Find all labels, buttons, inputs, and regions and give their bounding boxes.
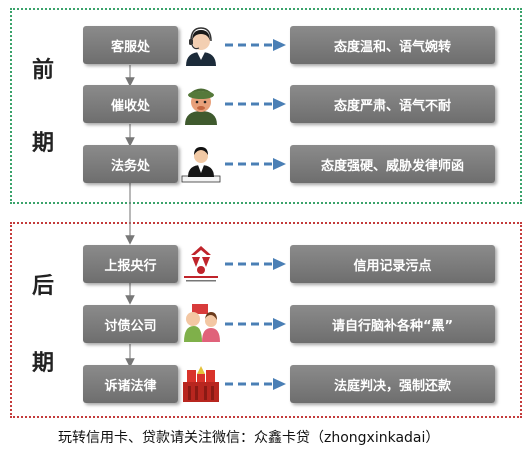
arrow-icon-row-1: [225, 39, 286, 51]
phase-label-early-1: 前: [32, 58, 55, 83]
row-1-department: 客服处: [83, 26, 178, 64]
late-stage-frame: [10, 222, 522, 418]
row-6-department: 诉诸法律: [83, 365, 178, 403]
row-2-department: 催收处: [83, 85, 178, 123]
footer-caption: 玩转信用卡、贷款请关注微信：众鑫卡贷（zhongxinkadai）: [58, 430, 440, 446]
arrow-icon-row-2: [225, 98, 286, 110]
row-3-attitude: 态度强硬、威胁发律师函: [290, 145, 495, 183]
lawyer-icon: [181, 147, 221, 183]
arrow-icon-row-6: [225, 378, 286, 390]
row-5-consequence: 请自行脑补各种“黑”: [290, 305, 495, 343]
early-stage-frame: [10, 8, 522, 204]
phase-label-late-1: 后: [32, 274, 55, 299]
row-5-department: 讨债公司: [83, 305, 178, 343]
phase-label-early-2: 期: [32, 131, 55, 156]
collector-icon: [185, 88, 217, 125]
arrow-icon-row-5: [225, 318, 286, 330]
row-2-attitude: 态度严肃、语气不耐: [290, 85, 495, 123]
arrow-icon-row-4: [225, 258, 286, 270]
row-4-department: 上报央行: [83, 245, 178, 283]
row-3-department: 法务处: [83, 145, 178, 183]
debt-collector-icon: [184, 304, 220, 342]
phase-label-late-2: 期: [32, 351, 55, 376]
row-1-attitude: 态度温和、语气婉转: [290, 26, 495, 64]
central-bank-logo-icon: [184, 246, 218, 282]
row-4-consequence: 信用记录污点: [290, 245, 495, 283]
row-6-consequence: 法庭判决，强制还款: [290, 365, 495, 403]
customer-service-agent-icon: [186, 27, 216, 66]
arrow-icon-row-3: [225, 158, 286, 170]
courthouse-icon: [183, 366, 219, 402]
